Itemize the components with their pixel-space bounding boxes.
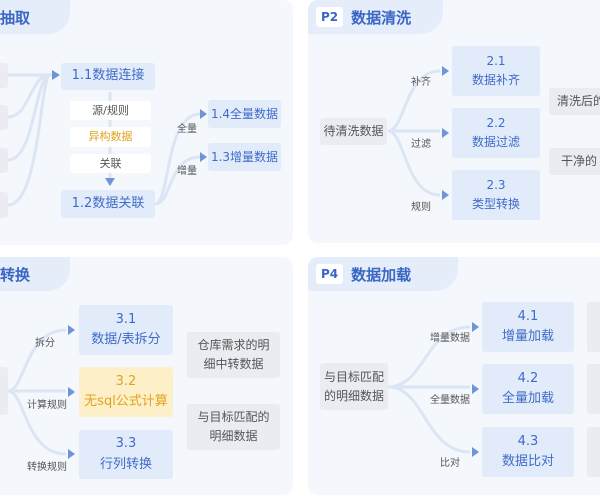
output-text: 仓库需求的明	[197, 338, 270, 353]
source-text: 的明细数据	[323, 388, 384, 403]
output-box: 清洗后的	[549, 88, 600, 115]
arrow-icon	[472, 322, 479, 332]
node-1-1: 1.1数据连接	[61, 63, 155, 90]
label-compare: 比对	[440, 458, 460, 469]
arrow-icon	[200, 109, 207, 119]
arrow-icon	[442, 66, 449, 76]
arrow-icon	[105, 178, 115, 186]
node-label: 类型转换	[471, 197, 520, 211]
label-rule: 规则	[411, 202, 431, 213]
label-fill: 补齐	[411, 77, 431, 88]
label-convert-rule: 转换规则	[27, 462, 67, 473]
step-relate: 关联	[70, 154, 151, 173]
node-1-2: 1.2数据关联	[61, 190, 155, 218]
source-box	[0, 63, 8, 88]
node-4-1: 4.1 增量加载	[482, 302, 574, 352]
label-calc-rule: 计算规则	[27, 400, 67, 411]
node-3-2: 3.2 无sql公式计算	[79, 367, 173, 417]
node-label: 全量加载	[501, 391, 554, 406]
node-number: 4.2	[517, 370, 539, 386]
output-box	[587, 302, 600, 352]
output-text: 与目标匹配的	[197, 410, 270, 425]
arrow-icon	[68, 387, 75, 397]
arrow-icon	[200, 152, 207, 162]
node-number: 3.1	[115, 311, 137, 327]
node-label: 行列转换	[99, 456, 152, 472]
label-full: 全量	[177, 124, 197, 135]
arrow-icon	[68, 325, 75, 335]
output-box	[587, 364, 600, 414]
output-text: 细中转数据	[203, 357, 264, 371]
node-number: 3.2	[115, 373, 137, 389]
source-box: 与目标匹配的明细数据	[320, 363, 388, 410]
node-label: 无sql公式计算	[84, 394, 168, 409]
node-4-2: 4.2 全量加载	[482, 364, 574, 414]
source-text: 与目标匹配	[323, 369, 384, 384]
arrow-icon	[472, 447, 479, 457]
output-box: 与目标匹配的明细数据	[187, 404, 280, 450]
node-number: 4.1	[517, 308, 539, 324]
panel-header: 抽取	[0, 0, 70, 34]
node-label: 数据/表拆分	[91, 332, 161, 347]
arrow-icon	[52, 70, 60, 80]
output-box: 干净的	[549, 148, 600, 175]
arrow-icon	[472, 384, 479, 394]
node-1-3: 1.3增量数据	[208, 143, 281, 171]
node-2-2: 2.2 数据过滤	[452, 108, 540, 158]
source-box	[0, 192, 8, 218]
source-box	[0, 148, 8, 173]
node-4-3: 4.3 数据比对	[482, 427, 574, 477]
step-heterogeneous: 异构数据	[70, 127, 151, 147]
node-number: 2.3	[486, 178, 506, 193]
source-box	[0, 105, 8, 130]
node-number: 2.2	[486, 116, 506, 131]
node-label: 数据过滤	[471, 135, 520, 149]
output-box	[587, 427, 600, 477]
arrow-icon	[442, 190, 449, 200]
step-source-rule: 源/规则	[70, 101, 151, 120]
node-label: 数据比对	[501, 454, 554, 469]
label-full-data: 全量数据	[430, 395, 470, 406]
node-number: 3.3	[115, 436, 137, 452]
node-label: 增量加载	[501, 329, 554, 344]
node-number: 2.1	[486, 54, 506, 69]
output-box: 仓库需求的明细中转数据	[187, 332, 280, 378]
source-box: 待清洗数据	[320, 118, 387, 145]
node-label: 数据补齐	[471, 73, 520, 87]
arrow-icon	[442, 128, 449, 138]
panel-title: 抽取	[0, 8, 31, 27]
node-number: 4.3	[517, 433, 539, 449]
arrow-icon	[68, 449, 75, 459]
node-3-1: 3.1 数据/表拆分	[79, 305, 173, 355]
source-box	[0, 367, 8, 415]
node-2-3: 2.3 类型转换	[452, 170, 540, 220]
node-3-3: 3.3 行列转换	[79, 430, 173, 479]
node-2-1: 2.1 数据补齐	[452, 46, 540, 96]
node-1-4: 1.4全量数据	[208, 100, 281, 128]
label-incremental: 增量	[177, 166, 197, 177]
label-filter: 过滤	[411, 139, 431, 150]
label-split: 拆分	[35, 338, 55, 349]
output-text: 明细数据	[209, 429, 258, 443]
label-incremental-data: 增量数据	[430, 333, 470, 344]
